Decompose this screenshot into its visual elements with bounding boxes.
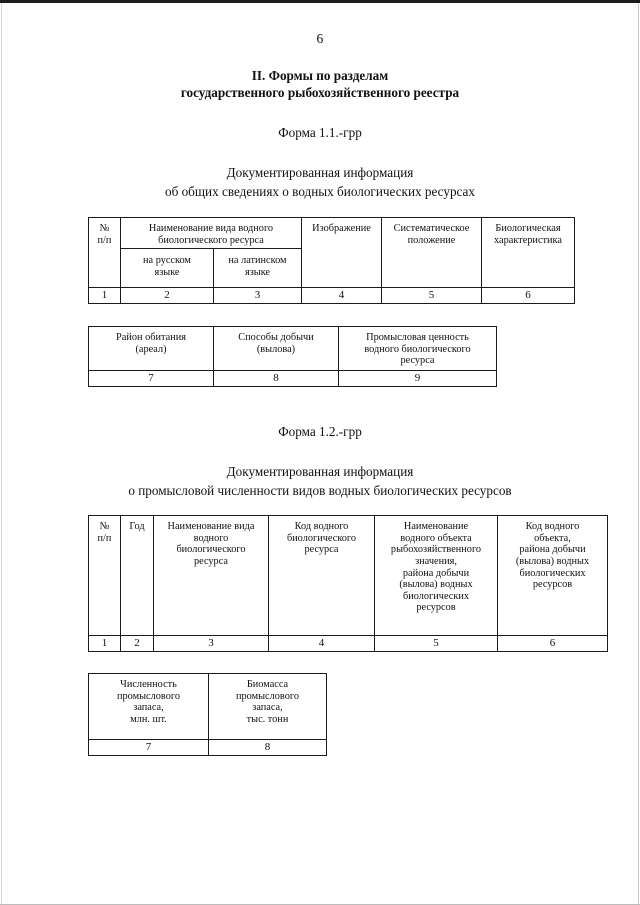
header-cell-habitat-area: Район обитания (ареал) (88, 326, 214, 372)
form-1-1-subtitle-line-1: Документированная информация (226, 165, 414, 180)
page-title-line-2: государственного рыбохозяйственного реес… (180, 85, 460, 100)
column-number-cell: 1 (88, 287, 121, 305)
form-1-1-table-a: № п/п Наименование вида водного биологич… (88, 216, 575, 305)
form-1-1-table-b-wrapper: Район обитания (ареал) Способы добычи (в… (0, 326, 640, 388)
header-cell-species-name: Наименование вида водного биологического… (153, 515, 269, 637)
header-cell-waterbody-code: Код водного объекта, района добычи (выло… (497, 515, 608, 637)
form-1-1-subtitle-line-2: об общих сведениях о водных биологически… (164, 184, 476, 199)
table-row: № п/п Год Наименование вида водного биол… (88, 515, 608, 637)
column-number-cell: 1 (88, 635, 121, 653)
form-1-2-subtitle: Документированная информация о промыслов… (0, 462, 640, 500)
column-number-cell: 9 (338, 370, 497, 388)
form-1-1-table-a-wrapper: № п/п Наименование вида водного биологич… (0, 216, 640, 305)
header-cell-image: Изображение (301, 216, 382, 289)
header-cell-stock-count: Численность промыслового запаса, млн. шт… (88, 673, 209, 741)
column-number-cell: 3 (213, 287, 302, 305)
column-number-cell: 8 (213, 370, 339, 388)
column-number-cell: 7 (88, 739, 209, 757)
column-number-cell: 8 (208, 739, 327, 757)
header-cell-year: Год (120, 515, 154, 637)
form-1-2-table-a-wrapper: № п/п Год Наименование вида водного биол… (0, 515, 640, 653)
table-row-column-numbers: 7 8 9 (88, 370, 497, 388)
column-number-cell: 2 (120, 287, 214, 305)
table-row: Район обитания (ареал) Способы добычи (в… (88, 326, 497, 372)
header-cell-number: № п/п (88, 216, 121, 289)
table-row-column-numbers: 1 2 3 4 5 6 (88, 635, 608, 653)
header-cell-biological-characteristic: Биологическая характеристика (481, 216, 575, 289)
header-cell-species-code: Код водного биологического ресурса (268, 515, 375, 637)
header-cell-number: № п/п (88, 515, 121, 637)
column-number-cell: 5 (381, 287, 482, 305)
column-number-cell: 2 (120, 635, 154, 653)
header-cell-name-latin: на латинском языке (213, 248, 302, 289)
form-1-2-subtitle-line-1: Документированная информация (226, 464, 414, 480)
scan-right-edge (638, 3, 639, 905)
scan-left-edge (1, 3, 2, 905)
column-number-cell: 7 (88, 370, 214, 388)
header-cell-name-russian: на русском языке (120, 248, 214, 289)
column-number-cell: 6 (481, 287, 575, 305)
form-1-1-table-b: Район обитания (ареал) Способы добычи (в… (88, 326, 497, 388)
header-cell-species-name-group: Наименование вида водного биологического… (120, 216, 302, 250)
page-title-line-1: II. Формы по разделам (251, 68, 389, 83)
header-cell-stock-biomass: Биомасса промыслового запаса, тыс. тонн (208, 673, 327, 741)
column-number-cell: 6 (497, 635, 608, 653)
page-title: II. Формы по разделам государственного р… (0, 67, 640, 101)
form-1-2-table-b-wrapper: Численность промыслового запаса, млн. шт… (0, 673, 640, 757)
table-row: на русском языке на латинском языке (89, 248, 575, 289)
header-cell-systematic-position: Систематическое положение (381, 216, 482, 289)
column-number-cell: 3 (153, 635, 269, 653)
form-1-2-label: Форма 1.2.-грр (278, 424, 362, 440)
header-cell-commercial-value: Промысловая ценность водного биологическ… (338, 326, 497, 372)
form-1-1-subtitle: Документированная информация об общих св… (0, 163, 640, 201)
table-row-column-numbers: 7 8 (88, 739, 327, 757)
column-number-cell: 4 (268, 635, 375, 653)
form-1-2-table-b: Численность промыслового запаса, млн. шт… (88, 673, 327, 757)
form-1-1-label: Форма 1.1.-грр (278, 125, 362, 140)
form-1-2-table-a: № п/п Год Наименование вида водного биол… (88, 515, 608, 653)
table-row: Численность промыслового запаса, млн. шт… (88, 673, 327, 741)
form-1-2-subtitle-line-2: о промысловой численности видов водных б… (128, 483, 512, 499)
header-cell-catch-methods: Способы добычи (вылова) (213, 326, 339, 372)
page-number: 6 (316, 31, 324, 46)
table-row: № п/п Наименование вида водного биологич… (88, 216, 575, 289)
table-row-column-numbers: 1 2 3 4 5 6 (88, 287, 575, 305)
column-number-cell: 4 (301, 287, 382, 305)
scan-top-artifact (0, 0, 640, 3)
column-number-cell: 5 (374, 635, 498, 653)
header-cell-waterbody-name: Наименование водного объекта рыбохозяйст… (374, 515, 498, 637)
